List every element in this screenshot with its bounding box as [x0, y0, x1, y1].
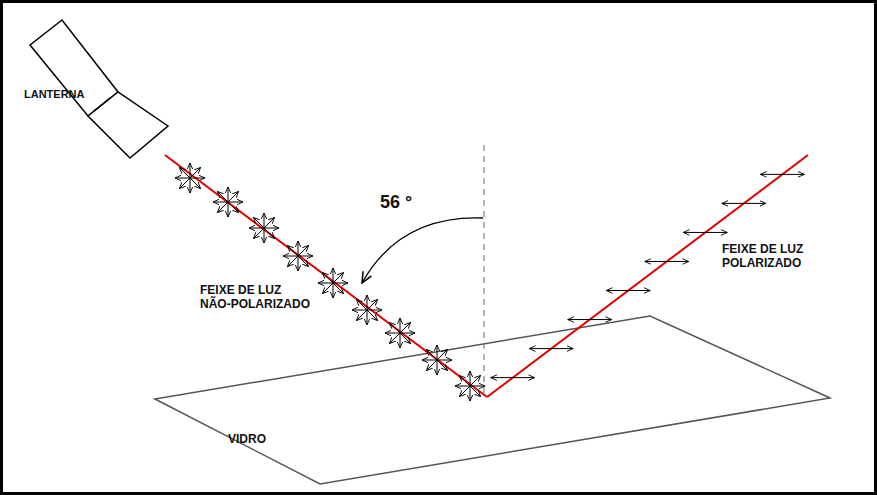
angle-arc — [362, 218, 483, 283]
beam-label: FEIXE DE LUZ POLARIZADO — [722, 242, 822, 271]
reflected-beam — [487, 155, 808, 397]
surface-label: VIDRO — [228, 432, 266, 446]
vibration-arrow — [683, 232, 727, 233]
vibration-arrow — [568, 319, 612, 320]
glass-plate — [155, 316, 830, 484]
vibration-arrow — [645, 261, 689, 262]
vibration-arrow — [722, 203, 766, 204]
vibration-arrow — [217, 191, 238, 212]
vibration-arrow — [179, 167, 200, 188]
device-label: LANTERNA — [24, 88, 85, 101]
vibration-arrow — [426, 349, 447, 370]
incident-beam — [165, 155, 487, 397]
vibration-arrow — [760, 174, 804, 175]
vibration-arrow — [253, 217, 274, 238]
vibration-arrow — [356, 299, 377, 320]
angle-label: 56 ° — [380, 192, 412, 214]
vibration-arrow — [389, 322, 410, 343]
vibration-arrow — [459, 375, 480, 396]
vibration-arrow — [491, 377, 535, 378]
vibration-arrow — [322, 272, 343, 293]
vibration-arrow — [606, 290, 650, 291]
vibration-arrow — [287, 245, 308, 266]
beam-label: FEIXE DE LUZ NÃO-POLARIZADO — [200, 283, 312, 312]
unpolarized-symbols — [175, 163, 485, 401]
normal-line — [484, 145, 485, 395]
vibration-arrow — [529, 348, 573, 349]
polarized-symbols — [491, 174, 805, 377]
